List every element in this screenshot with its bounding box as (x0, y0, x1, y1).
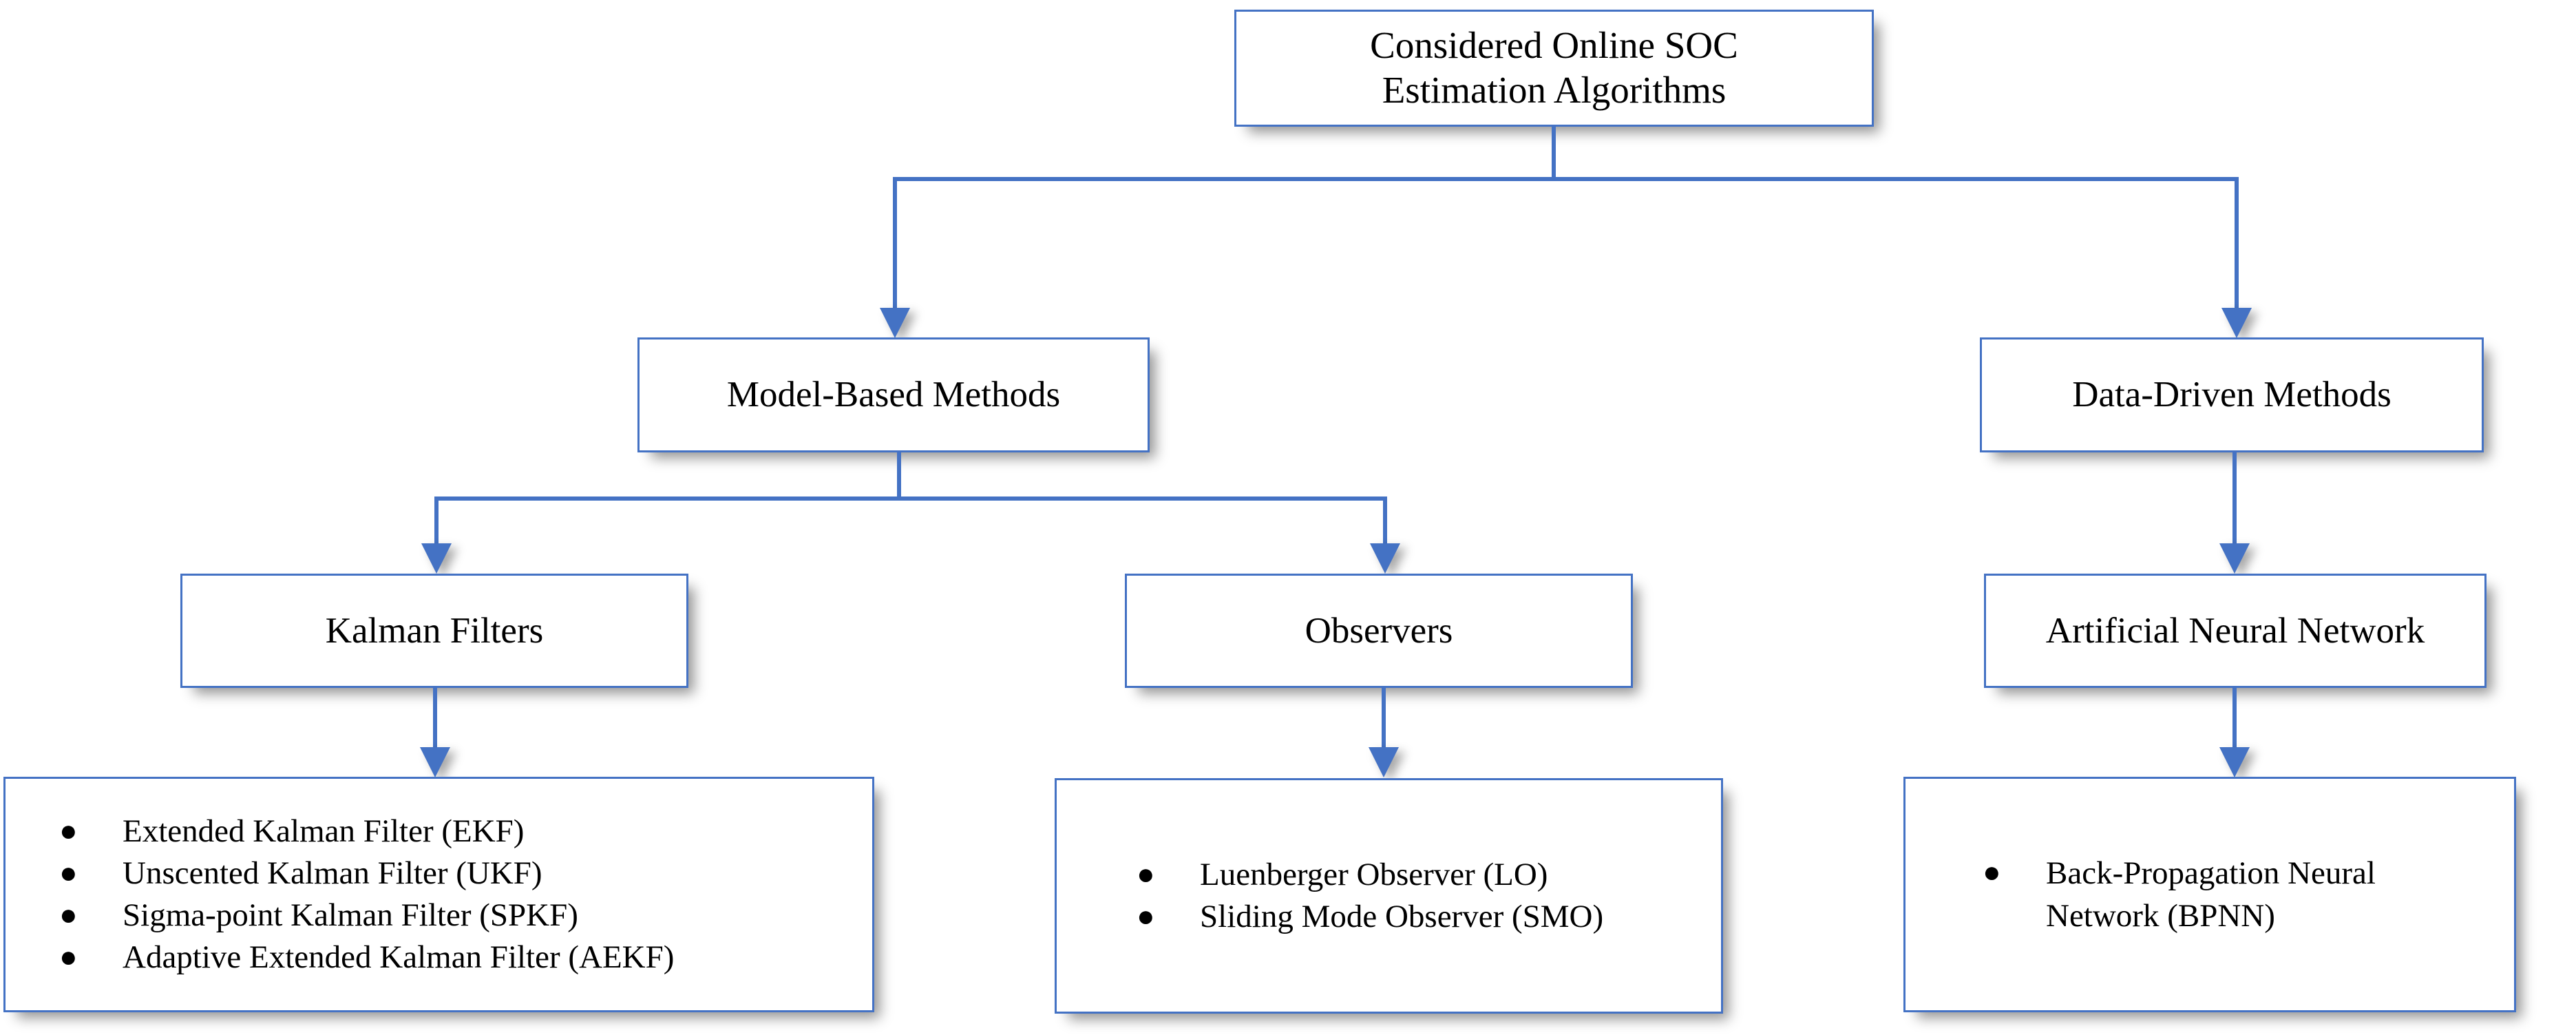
list-item: ● Sigma-point Kalman Filter (SPKF) (59, 895, 853, 937)
arrowhead-model-based-to-observers (1370, 543, 1400, 574)
ann-list: ● Back-Propagation Neural Network (BPNN) (1905, 852, 2514, 937)
node-label: Data-Driven Methods (2072, 375, 2392, 415)
list-item: ● Luenberger Observer (LO) (1137, 854, 1702, 896)
connector-data-driven-to-ann (2232, 452, 2237, 545)
node-label: Model-Based Methods (726, 375, 1061, 415)
observer-list: ● Luenberger Observer (LO) ● Sliding Mod… (1057, 854, 1721, 938)
arrowhead-kalman-filters-to-kalman-list (420, 747, 450, 777)
kalman-filter-list: ● Extended Kalman Filter (EKF) ● Unscent… (6, 811, 872, 979)
list-item-label: Unscented Kalman Filter (UKF) (123, 855, 542, 891)
list-item-label: Sliding Mode Observer (SMO) (1200, 899, 1604, 934)
arrowhead-ann-to-ann-list (2219, 747, 2250, 777)
list-item-label: Extended Kalman Filter (EKF) (123, 813, 525, 849)
connector-model-based-crossbar (434, 496, 1387, 501)
node-label: Artificial Neural Network (2045, 610, 2425, 651)
node-artificial-neural-network[interactable]: Artificial Neural Network (1984, 574, 2487, 688)
connector-kalman-filters-to-kalman-list (433, 688, 437, 750)
node-label: Kalman Filters (325, 610, 544, 651)
list-item-label: Adaptive Extended Kalman Filter (AEKF) (123, 939, 675, 976)
connector-root-to-data-driven (2235, 177, 2239, 312)
connector-model-based-to-observers (1383, 496, 1387, 547)
node-kalman-filter-list[interactable]: ● Extended Kalman Filter (EKF) ● Unscent… (3, 777, 874, 1012)
node-label: Considered Online SOC Estimation Algorit… (1370, 24, 1738, 111)
list-item-label: Luenberger Observer (LO) (1200, 856, 1548, 892)
node-observers[interactable]: Observers (1125, 574, 1633, 688)
list-item: ● Unscented Kalman Filter (UKF) (59, 853, 853, 895)
arrowhead-model-based-to-kalman-filters (421, 543, 452, 574)
bullet-icon: ● (59, 813, 78, 848)
list-item-label: Back-Propagation Neural Network (BPNN) (2046, 855, 2376, 934)
bullet-icon: ● (1983, 855, 2001, 889)
node-label: Observers (1305, 610, 1453, 651)
arrowhead-root-to-data-driven (2221, 308, 2252, 338)
arrowhead-data-driven-to-ann (2219, 543, 2250, 574)
node-observer-list[interactable]: ● Luenberger Observer (LO) ● Sliding Mod… (1055, 778, 1723, 1014)
bullet-icon: ● (1137, 899, 1155, 933)
list-item-label: Sigma-point Kalman Filter (SPKF) (123, 897, 578, 933)
node-ann-list[interactable]: ● Back-Propagation Neural Network (BPNN) (1903, 777, 2516, 1012)
connector-root-to-model-based (893, 177, 897, 312)
connector-observers-to-observer-list (1382, 688, 1386, 750)
connector-root-crossbar (893, 177, 2239, 181)
bullet-icon: ● (59, 939, 78, 974)
list-item: ● Sliding Mode Observer (SMO) (1137, 896, 1702, 938)
list-item: ● Back-Propagation Neural Network (BPNN) (1983, 852, 2495, 937)
connector-model-based-to-kalman-filters (434, 496, 439, 547)
connector-model-based-stem (897, 452, 901, 501)
connector-root-stem (1552, 126, 1556, 181)
list-item: ● Extended Kalman Filter (EKF) (59, 811, 853, 853)
arrowhead-observers-to-observer-list (1369, 747, 1399, 777)
node-model-based-methods[interactable]: Model-Based Methods (637, 337, 1150, 452)
bullet-icon: ● (59, 897, 78, 932)
connector-ann-to-ann-list (2232, 688, 2237, 750)
node-data-driven-methods[interactable]: Data-Driven Methods (1980, 337, 2484, 452)
bullet-icon: ● (1137, 857, 1155, 891)
list-item: ● Adaptive Extended Kalman Filter (AEKF) (59, 937, 853, 979)
node-considered-online-soc-estimation-algorithms[interactable]: Considered Online SOC Estimation Algorit… (1234, 10, 1874, 127)
node-kalman-filters[interactable]: Kalman Filters (180, 574, 688, 688)
arrowhead-root-to-model-based (880, 308, 910, 338)
bullet-icon: ● (59, 855, 78, 890)
